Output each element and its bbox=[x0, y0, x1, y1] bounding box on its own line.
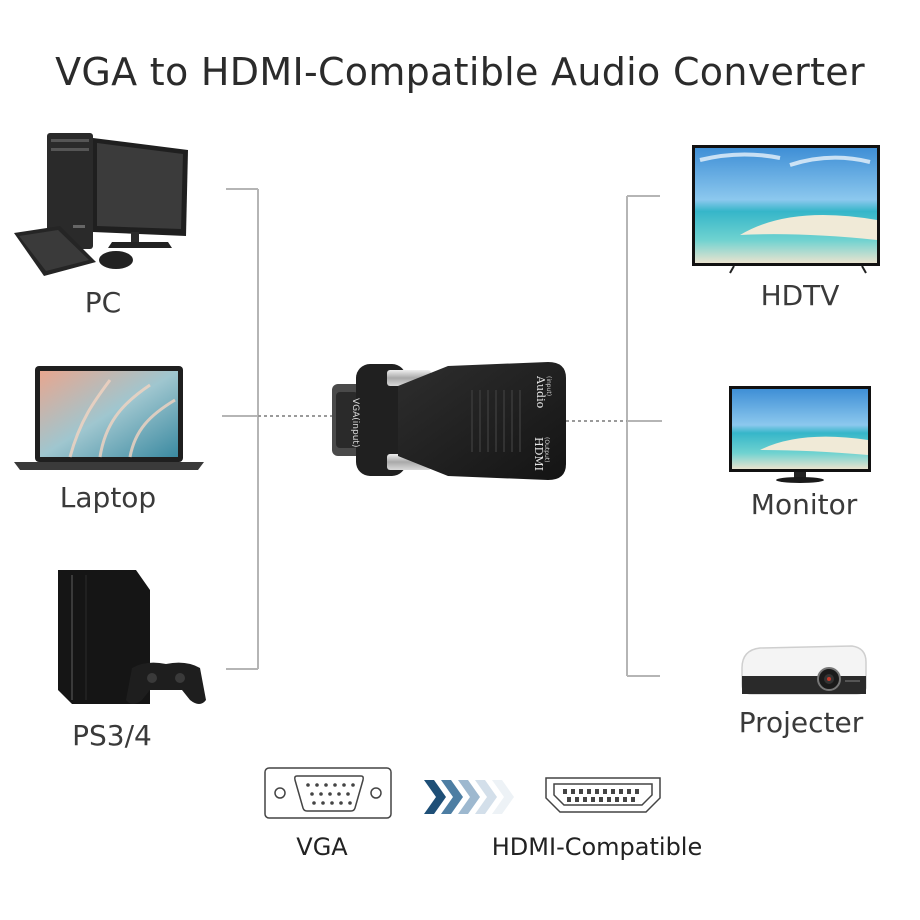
laptop-icon bbox=[14, 366, 204, 470]
hdmi-port-subtext: (Output) bbox=[543, 437, 550, 463]
hdmi-port-text: HDMI bbox=[532, 437, 545, 471]
right-bracket bbox=[626, 195, 662, 677]
page-title: VGA to HDMI-Compatible Audio Converter bbox=[55, 50, 865, 94]
audio-port-text: Audio bbox=[534, 375, 547, 409]
projector-icon bbox=[741, 645, 867, 695]
left-bracket bbox=[222, 188, 259, 670]
vga-connector-icon bbox=[264, 767, 392, 819]
output-label-monitor: Monitor bbox=[750, 488, 858, 521]
hdmi-connector-icon bbox=[545, 777, 661, 813]
pc-icon bbox=[14, 133, 188, 276]
converter-adapter: VGA(input) Audio (input) HDMI (Output) bbox=[332, 362, 566, 480]
ps4-icon bbox=[58, 570, 206, 704]
source-label-pc: PC bbox=[84, 286, 122, 319]
audio-port-subtext: (input) bbox=[545, 376, 552, 396]
output-label-hdtv: HDTV bbox=[760, 279, 840, 312]
output-label-projector: Projecter bbox=[738, 706, 864, 739]
hdtv-icon bbox=[692, 145, 880, 274]
source-label-ps: PS3/4 bbox=[72, 719, 152, 752]
monitor-icon bbox=[729, 386, 871, 483]
vga-label: VGA bbox=[296, 833, 348, 861]
hdmi-label: HDMI-Compatible bbox=[491, 833, 703, 861]
direction-arrows-icon bbox=[424, 780, 514, 814]
source-label-laptop: Laptop bbox=[59, 481, 157, 514]
vga-port-text: VGA(input) bbox=[350, 398, 360, 447]
